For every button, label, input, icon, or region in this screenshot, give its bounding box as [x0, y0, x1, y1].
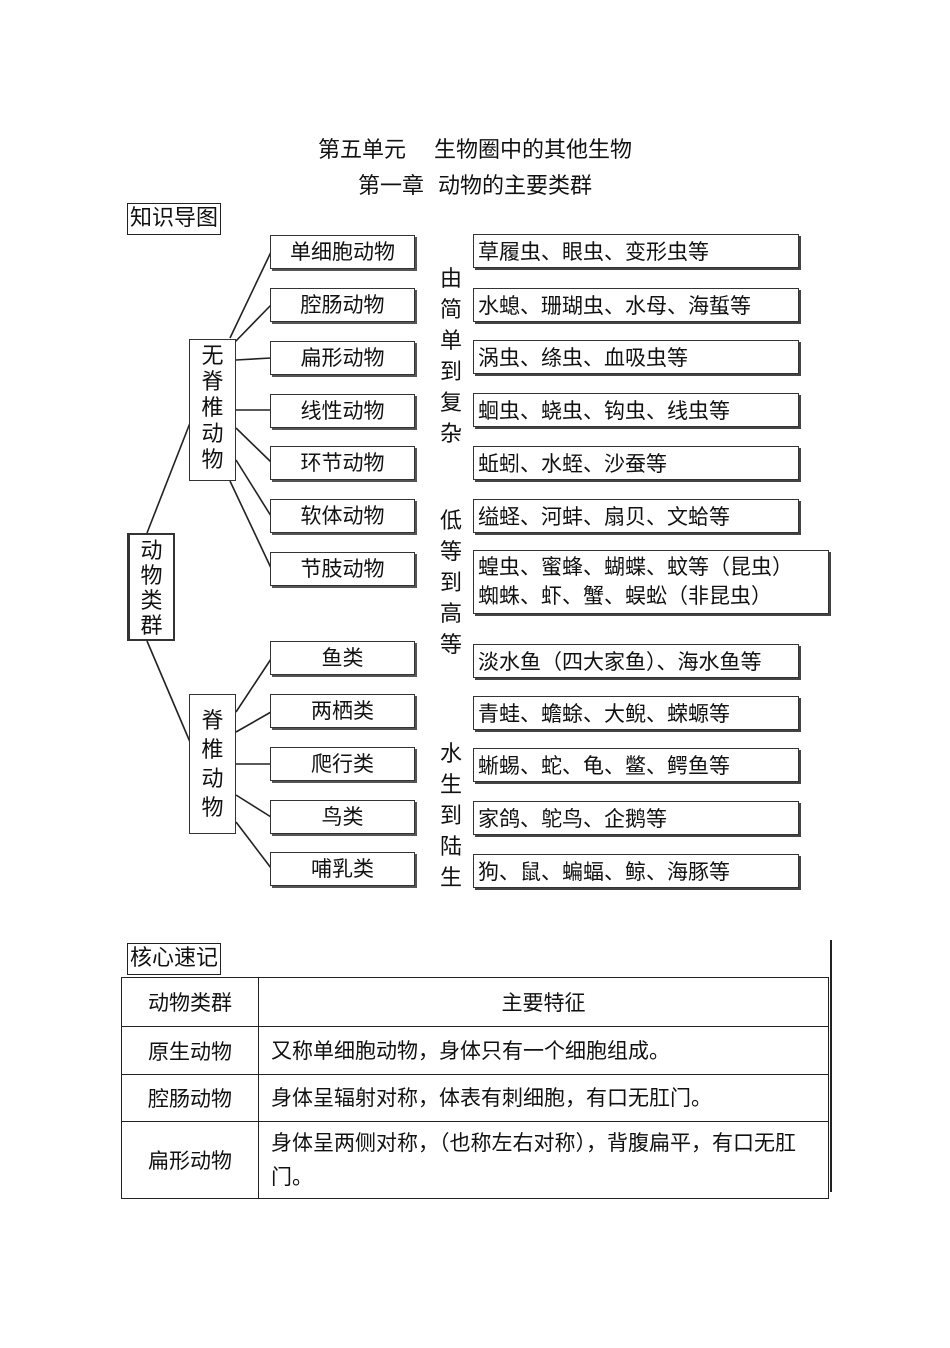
examples-box: 涡虫、绦虫、血吸虫等 — [473, 340, 799, 374]
non-insect-examples: 蜘蛛、虾、蟹、蜈蚣（非昆虫） — [478, 584, 772, 608]
trend-simple-to-complex: 由简单到复杂 — [439, 267, 462, 447]
root-node: 动物类群 — [127, 533, 175, 641]
class-box: 线性动物 — [270, 394, 415, 428]
root-label: 动物类群 — [140, 539, 163, 639]
vertebrates-label: 脊椎动物 — [201, 709, 224, 821]
examples-box: 蜥蜴、蛇、龟、鳖、鳄鱼等 — [473, 748, 799, 782]
header-feature: 主要特征 — [258, 977, 829, 1027]
core-notes-label: 核心速记 — [127, 943, 222, 975]
core-notes-table: 动物类群 主要特征 原生动物 又称单细胞动物，身体只有一个细胞组成。 腔肠动物 … — [121, 977, 829, 1199]
feature-cell: 身体呈辐射对称，体表有刺细胞，有口无肛门。 — [258, 1074, 829, 1122]
examples-box: 淡水鱼（四大家鱼）、海水鱼等 — [473, 644, 799, 678]
class-box: 两栖类 — [270, 694, 415, 728]
unit-title: 第五单元 生物圈中的其他生物 — [318, 138, 632, 163]
class-box: 鸟类 — [270, 800, 415, 834]
trend-water-to-land: 水生到陆生 — [439, 742, 462, 891]
examples-box: 家鸽、鸵鸟、企鹅等 — [473, 801, 799, 835]
examples-box: 蚯蚓、水蛭、沙蚕等 — [473, 446, 799, 480]
class-box: 软体动物 — [270, 499, 415, 533]
feature-cell: 又称单细胞动物，身体只有一个细胞组成。 — [258, 1026, 829, 1075]
class-box: 鱼类 — [270, 641, 415, 675]
invertebrates-label: 无脊椎动物 — [201, 344, 224, 473]
insect-examples: 蝗虫、蜜蜂、蝴蝶、蚊等（昆虫） — [478, 555, 793, 579]
examples-box: 狗、鼠、蝙蝠、鲸、海豚等 — [473, 854, 799, 888]
examples-box: 青蛙、蟾蜍、大鲵、蝾螈等 — [473, 696, 799, 730]
trend-low-to-high: 低等到高等 — [439, 509, 462, 658]
class-box: 环节动物 — [270, 446, 415, 480]
class-box: 爬行类 — [270, 747, 415, 781]
examples-box: 草履虫、眼虫、变形虫等 — [473, 234, 799, 268]
knowledge-map-label: 知识导图 — [127, 203, 222, 235]
class-box: 单细胞动物 — [270, 235, 415, 269]
table-row: 原生动物 又称单细胞动物，身体只有一个细胞组成。 — [121, 1026, 829, 1075]
group-cell: 原生动物 — [121, 1026, 259, 1075]
group-cell: 腔肠动物 — [121, 1074, 259, 1122]
chapter-title: 第一章 动物的主要类群 — [358, 174, 592, 199]
vertebrates-node: 脊椎动物 — [189, 694, 236, 834]
examples-box: 水螅、珊瑚虫、水母、海蜇等 — [473, 288, 799, 322]
examples-box: 缢蛏、河蚌、扇贝、文蛤等 — [473, 499, 799, 533]
invertebrates-node: 无脊椎动物 — [189, 339, 236, 481]
table-row: 腔肠动物 身体呈辐射对称，体表有刺细胞，有口无肛门。 — [121, 1074, 829, 1122]
table-row: 扁形动物 身体呈两侧对称，（也称左右对称），背腹扁平，有口无肛门。 — [121, 1121, 829, 1199]
table-header-row: 动物类群 主要特征 — [121, 977, 829, 1027]
right-border — [830, 940, 832, 1192]
class-box: 节肢动物 — [270, 552, 415, 586]
group-cell: 扁形动物 — [121, 1121, 259, 1199]
feature-cell: 身体呈两侧对称，（也称左右对称），背腹扁平，有口无肛门。 — [258, 1121, 829, 1199]
examples-box: 蛔虫、蛲虫、钩虫、线虫等 — [473, 393, 799, 427]
class-box: 哺乳类 — [270, 852, 415, 886]
header-group: 动物类群 — [121, 977, 259, 1027]
class-box: 腔肠动物 — [270, 288, 415, 322]
class-box: 扁形动物 — [270, 341, 415, 375]
examples-box-arthropods: 蝗虫、蜜蜂、蝴蝶、蚊等（昆虫） 蜘蛛、虾、蟹、蜈蚣（非昆虫） — [473, 550, 829, 614]
